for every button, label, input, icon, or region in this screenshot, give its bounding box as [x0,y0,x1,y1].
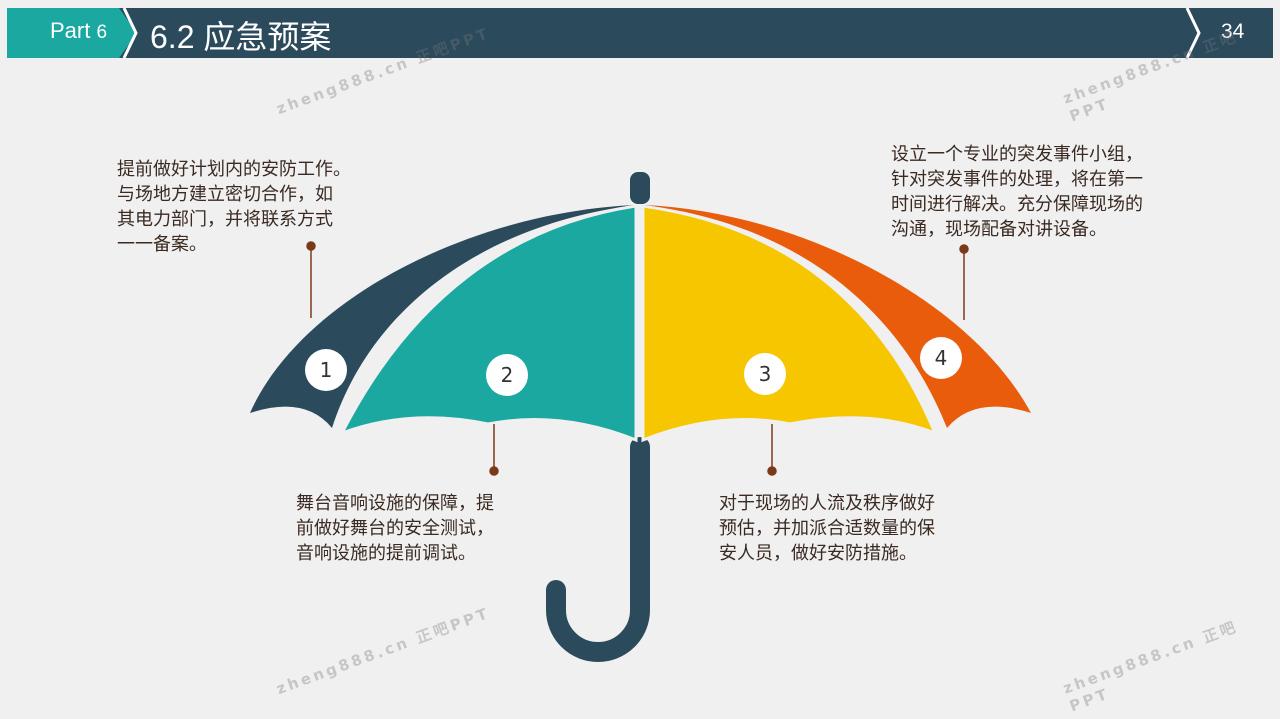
page-title: 6.2 应急预案 [150,19,332,55]
header-bar [7,8,1273,58]
page-number: 34 [1221,20,1245,43]
chevron-divider-icon [122,8,138,58]
umbrella-handle [546,437,650,662]
umbrella-tip [630,172,650,204]
step-number-4: 4 [920,337,962,379]
umbrella-panel-3 [641,204,938,443]
part-badge [7,8,137,58]
item-3-text: 对于现场的人流及秩序做好 预估，并加派合适数量的保 安人员，做好安防措施。 [719,493,935,564]
step-number-2: 2 [486,354,528,396]
part-label: Part 6 [50,18,108,43]
step-number-3: 3 [744,353,786,395]
chevron-divider-icon [1185,8,1201,58]
step-number-1: 1 [305,349,347,391]
item-2-text: 舞台音响设施的保障，提 前做好舞台的安全测试， 音响设施的提前调试。 [296,493,494,564]
umbrella-panel-2 [338,204,638,443]
item-4-text: 设立一个专业的突发事件小组， 针对突发事件的处理，将在第一 时间进行解决。充分保… [891,144,1143,240]
item-1-text: 提前做好计划内的安防工作。 与场地方建立密切合作，如 其电力部门，并将联系方式 … [117,159,351,255]
